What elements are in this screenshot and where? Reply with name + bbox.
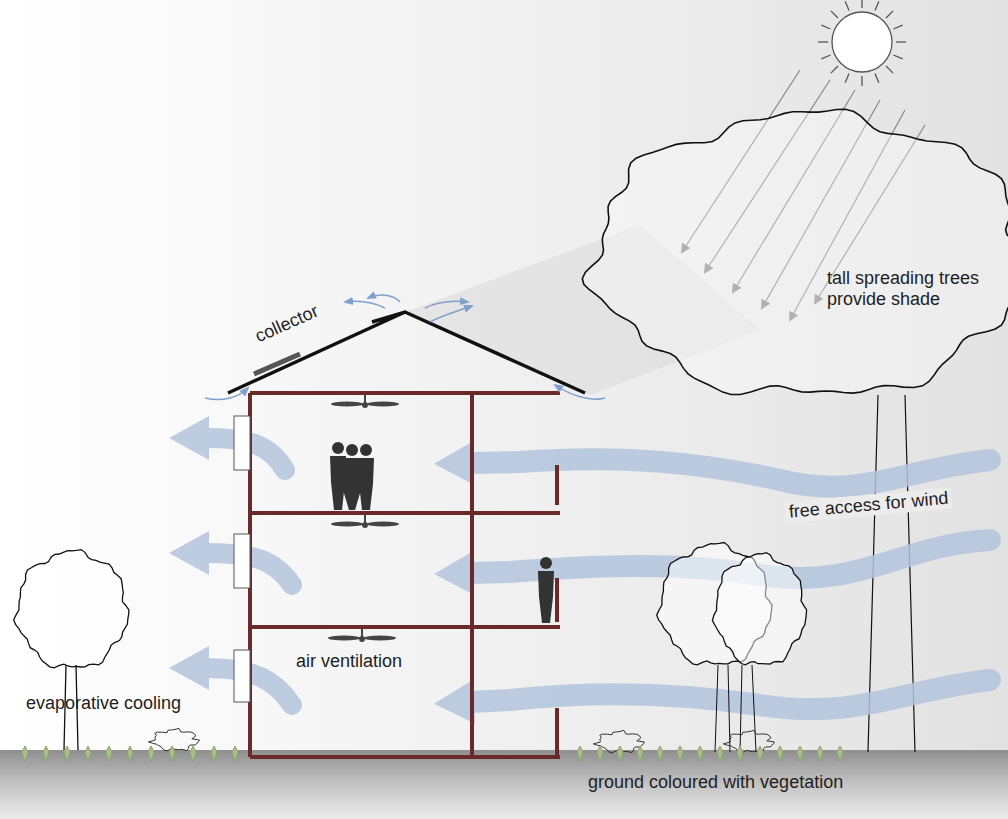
vegetation <box>22 746 843 762</box>
label-text: ground coloured with vegetation <box>588 772 843 793</box>
tall-tree <box>582 109 1008 752</box>
label-text: tall spreading trees provide shade <box>827 268 1003 310</box>
ceiling-fans <box>328 395 399 642</box>
sun <box>818 0 906 86</box>
people <box>330 442 554 623</box>
windows <box>234 416 250 702</box>
wind-bands <box>470 459 990 709</box>
house-section <box>250 393 560 757</box>
label-text: evaporative cooling <box>26 693 181 714</box>
roof <box>205 295 605 400</box>
small-trees <box>14 543 807 753</box>
label-text: air ventilation <box>296 651 402 672</box>
collector-panel <box>254 354 300 374</box>
